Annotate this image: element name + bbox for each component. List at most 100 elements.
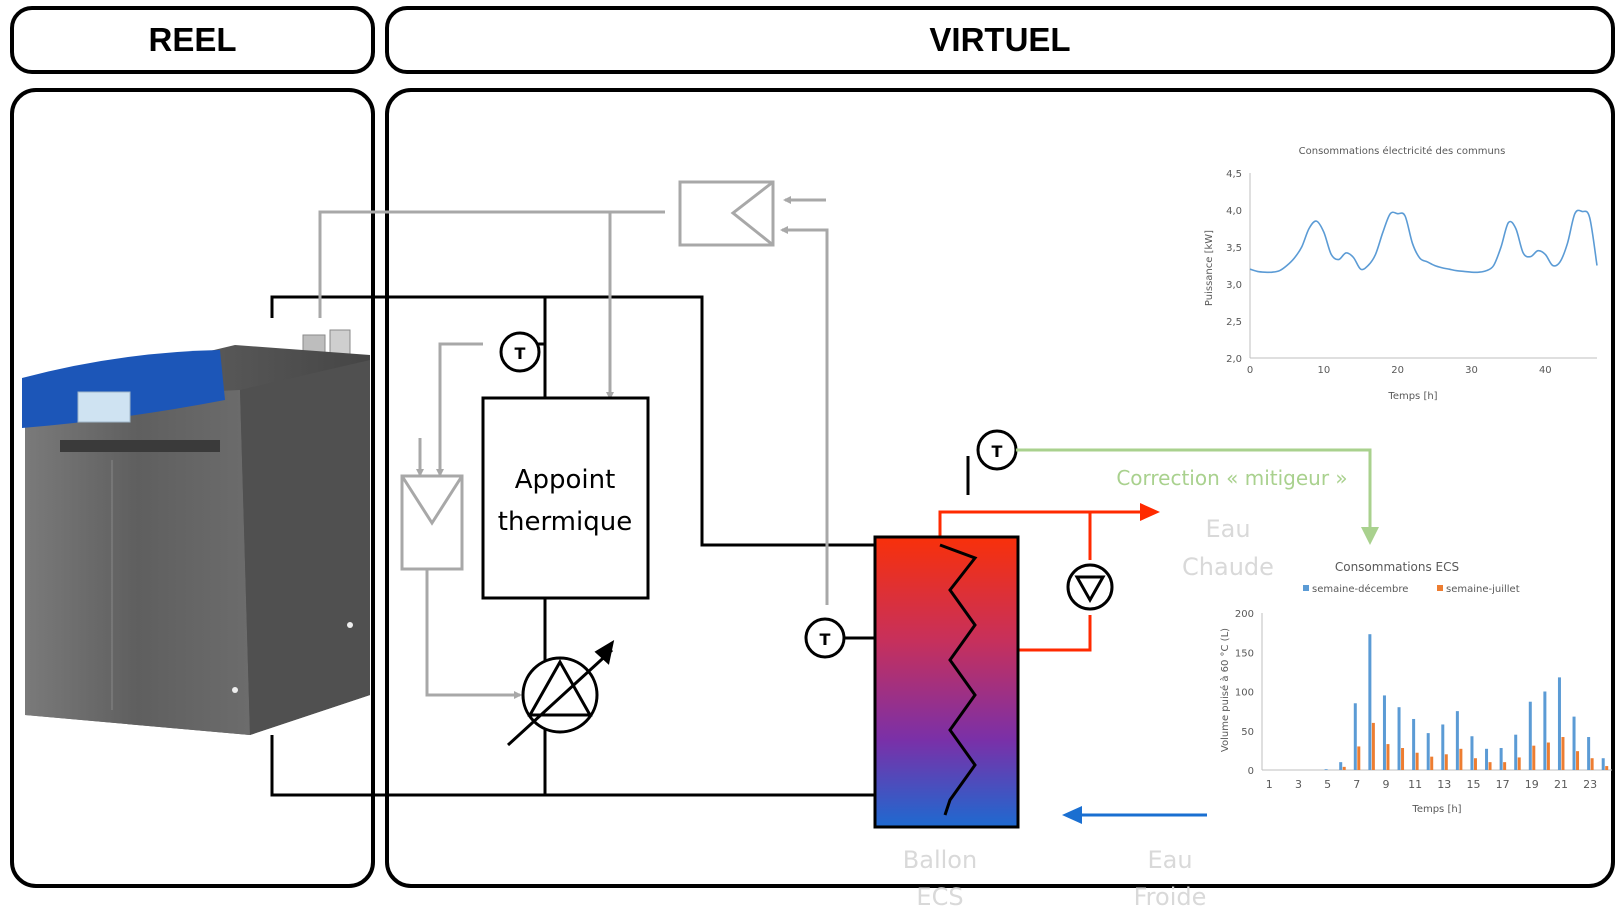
chart2-bar-juillet — [1532, 746, 1535, 770]
chart2-bar-juillet — [1605, 766, 1608, 770]
chart2-bar-juillet — [1445, 754, 1448, 770]
chart2-bar-decembre — [1441, 724, 1444, 770]
chart1-x-tick: 10 — [1317, 365, 1330, 376]
chart2-y-tick: 50 — [1241, 727, 1254, 738]
ballon-ecs-tank — [875, 537, 1018, 827]
chart2-x-tick: 9 — [1382, 778, 1389, 791]
chart1-y-tick: 3,5 — [1226, 243, 1242, 254]
chart2-bar-juillet — [1489, 762, 1492, 770]
chart1-x-tick: 40 — [1539, 365, 1552, 376]
chart2-x-tick: 5 — [1324, 778, 1331, 791]
correction-line: Correction « mitigeur » — [1016, 450, 1379, 545]
ballon-line1: Ballon — [903, 846, 977, 874]
sensor-label: T — [515, 344, 526, 363]
chart1-y-tick: 2,5 — [1226, 317, 1242, 328]
heat-exchanger-icon — [402, 476, 462, 569]
chart2-bar-decembre — [1573, 717, 1576, 770]
electricity-line-chart: Consommations électricité des communs Te… — [1204, 145, 1597, 402]
chart2-y-tick: 100 — [1235, 688, 1254, 699]
chart2-x-tick: 19 — [1525, 778, 1539, 791]
chart2-bar-decembre — [1543, 692, 1546, 771]
chart2-bar-decembre — [1383, 695, 1386, 770]
correction-label: Correction « mitigeur » — [1116, 466, 1347, 490]
chart1-y-tick: 2,0 — [1226, 354, 1242, 365]
chart2-bar-decembre — [1602, 758, 1605, 770]
chart2-x-tick: 13 — [1437, 778, 1451, 791]
sensor-label: T — [992, 442, 1003, 461]
variable-pump-icon — [508, 643, 612, 745]
chart2-bar-juillet — [1503, 762, 1506, 770]
pump-icon — [1068, 565, 1112, 609]
chart2-x-tick: 1 — [1266, 778, 1273, 791]
chart2-x-tick: 7 — [1353, 778, 1360, 791]
chart1-xlabel: Temps [h] — [1387, 391, 1437, 402]
boiler-photo — [22, 330, 370, 735]
cold-water-line — [1062, 806, 1207, 824]
appoint-line2: thermique — [498, 507, 632, 537]
chart2-bar-juillet — [1576, 751, 1579, 770]
chart2-bar-decembre — [1456, 711, 1459, 770]
eau-chaude-line2: Chaude — [1182, 553, 1274, 581]
chart2-bar-juillet — [1591, 758, 1594, 770]
chart2-bar-juillet — [1430, 757, 1433, 770]
chart1-x-tick: 0 — [1247, 365, 1253, 376]
heat-exchanger-icon — [680, 182, 773, 245]
chart2-y-tick: 200 — [1235, 609, 1254, 620]
chart2-bar-juillet — [1561, 737, 1564, 770]
chart2-title: Consommations ECS — [1335, 560, 1459, 574]
chart2-ylabel: Volume puisé à 60 °C (L) — [1219, 628, 1231, 752]
chart2-bar-juillet — [1416, 753, 1419, 770]
chart2-bar-juillet — [1547, 743, 1550, 770]
chart2-bar-juillet — [1357, 746, 1360, 770]
eau-chaude-line1: Eau — [1205, 515, 1250, 543]
chart2-bar-decembre — [1412, 719, 1415, 770]
chart2-bar-juillet — [1343, 767, 1346, 770]
ballon-line2: ECS — [916, 883, 963, 911]
chart1-series-line — [1250, 210, 1597, 272]
chart2-bar-juillet — [1474, 758, 1477, 770]
chart2-bar-juillet — [1372, 723, 1375, 770]
chart2-y-tick: 0 — [1248, 766, 1254, 777]
chart2-bar-juillet — [1386, 744, 1389, 770]
chart2-bar-decembre — [1339, 762, 1342, 770]
chart1-y-tick: 4,5 — [1226, 169, 1242, 180]
temperature-sensor-icon: T — [501, 333, 539, 371]
legend-swatch-decembre — [1303, 585, 1309, 591]
temperature-sensor-icon: T — [978, 431, 1016, 469]
chart2-bar-decembre — [1587, 737, 1590, 770]
legend-swatch-juillet — [1437, 585, 1443, 591]
chart2-x-tick: 3 — [1295, 778, 1302, 791]
appoint-thermique-box: Appoint thermique — [483, 398, 648, 598]
chart2-x-tick: 21 — [1554, 778, 1568, 791]
chart1-y-tick: 4,0 — [1226, 206, 1242, 217]
chart2-bar-decembre — [1558, 677, 1561, 770]
chart2-bar-decembre — [1485, 749, 1488, 770]
chart2-bar-juillet — [1518, 757, 1521, 770]
chart2-bar-decembre — [1398, 707, 1401, 770]
chart1-y-tick: 3,0 — [1226, 280, 1242, 291]
temperature-sensor-icon: T — [806, 619, 844, 657]
chart2-xlabel: Temps [h] — [1411, 804, 1461, 815]
chart2-bar-decembre — [1529, 702, 1532, 770]
legend-label-juillet: semaine-juillet — [1446, 584, 1520, 595]
ecs-bar-chart: Consommations ECS semaine-décembre semai… — [1219, 560, 1612, 815]
sensor-label: T — [820, 630, 831, 649]
chart2-x-tick: 17 — [1496, 778, 1510, 791]
chart1-ylabel: Puissance [kW] — [1204, 230, 1215, 306]
chart2-bar-decembre — [1427, 733, 1430, 770]
chart2-x-tick: 23 — [1583, 778, 1597, 791]
chart2-y-tick: 150 — [1235, 648, 1254, 659]
chart2-bar-decembre — [1368, 634, 1371, 770]
legend-label-decembre: semaine-décembre — [1312, 583, 1408, 595]
chart2-x-tick: 15 — [1466, 778, 1480, 791]
chart2-x-tick: 11 — [1408, 778, 1422, 791]
chart2-bar-decembre — [1500, 748, 1503, 770]
chart2-bar-decembre — [1470, 736, 1473, 770]
chart2-bar-decembre — [1354, 703, 1357, 770]
chart2-bar-decembre — [1325, 769, 1328, 770]
chart1-x-tick: 30 — [1465, 365, 1478, 376]
chart2-bar-decembre — [1514, 735, 1517, 770]
chart2-bar-juillet — [1459, 749, 1462, 770]
chart1-x-tick: 20 — [1391, 365, 1404, 376]
